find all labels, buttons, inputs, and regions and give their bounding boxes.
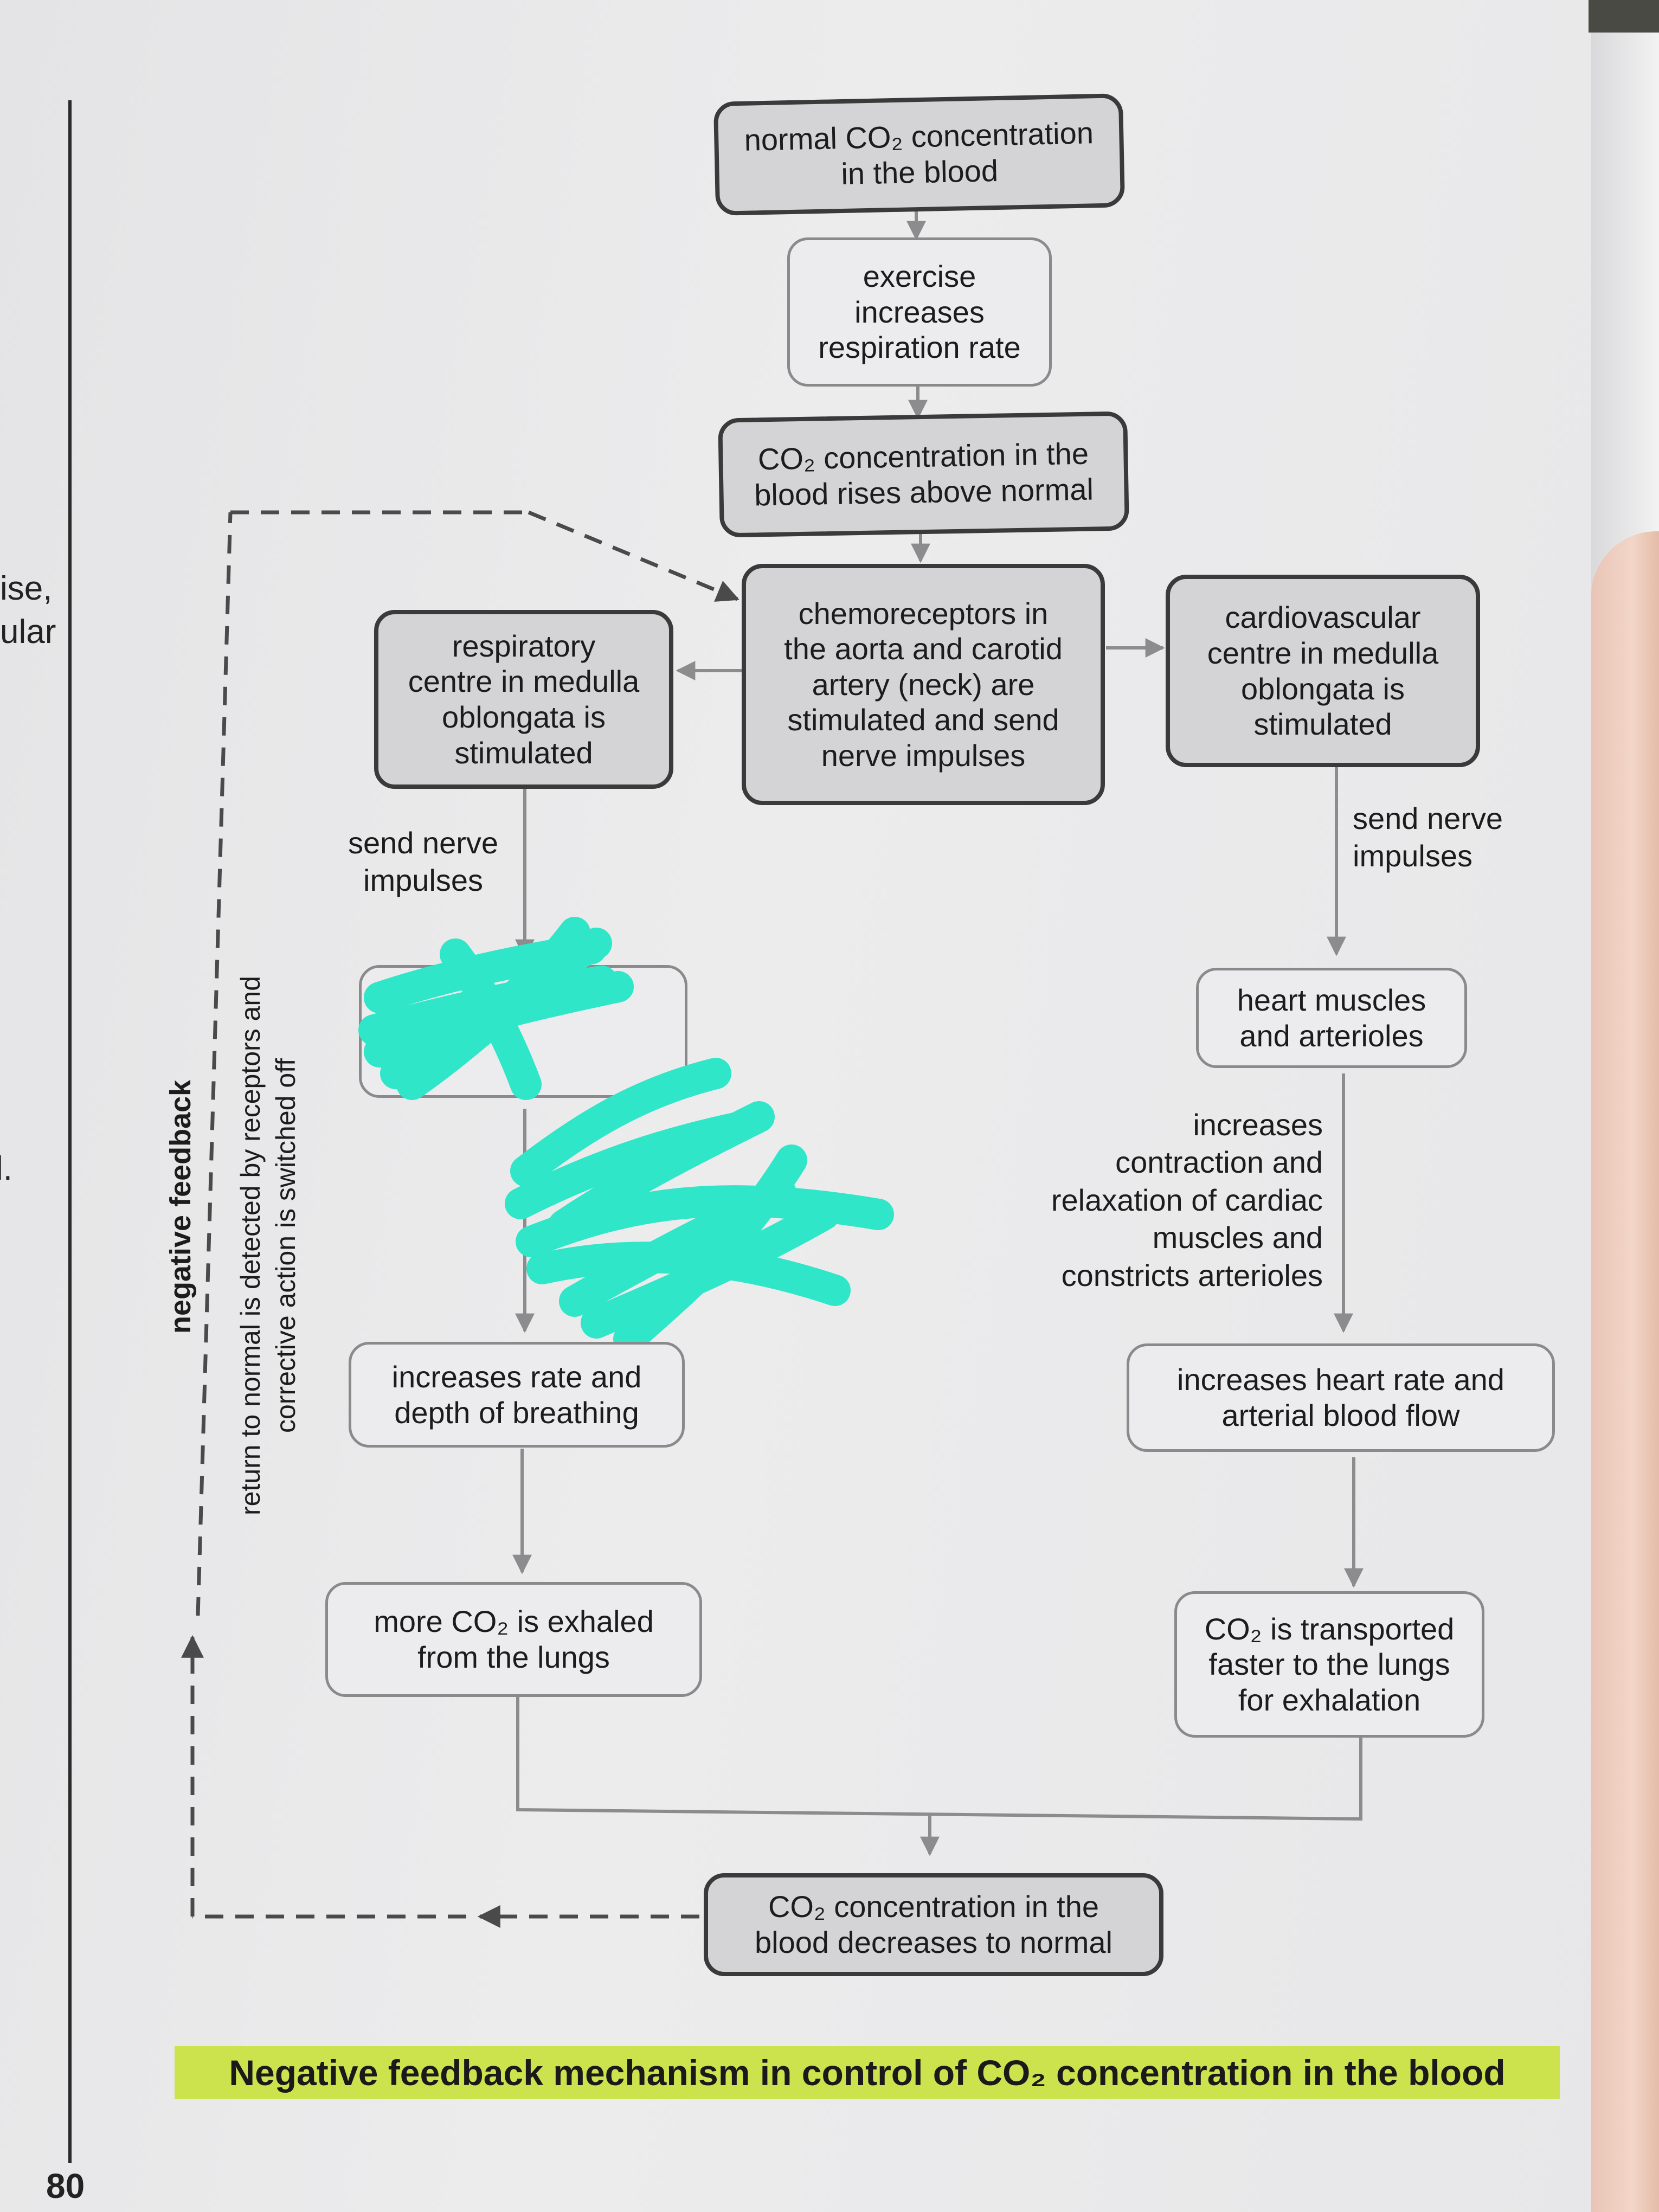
feedback-dashed-line <box>196 512 233 1616</box>
margin-fragment: l. <box>0 1150 12 1187</box>
page-number: 80 <box>46 2166 85 2205</box>
figure-caption: Negative feedback mechanism in control o… <box>175 2046 1560 2099</box>
scribble-overlay <box>358 917 894 1355</box>
margin-fragment: ise, <box>0 570 53 607</box>
margin-fragment: ular <box>0 613 56 651</box>
margin-rule <box>68 100 72 2163</box>
merge-connector <box>516 1697 1362 1821</box>
return-to-normal-label: return to normal is detected by receptor… <box>235 976 301 1515</box>
thumb <box>1591 531 1659 2212</box>
negative-feedback-label: negative feedback <box>164 1079 197 1334</box>
background-corner <box>1589 0 1659 33</box>
feedback-dashed-line <box>528 510 740 602</box>
